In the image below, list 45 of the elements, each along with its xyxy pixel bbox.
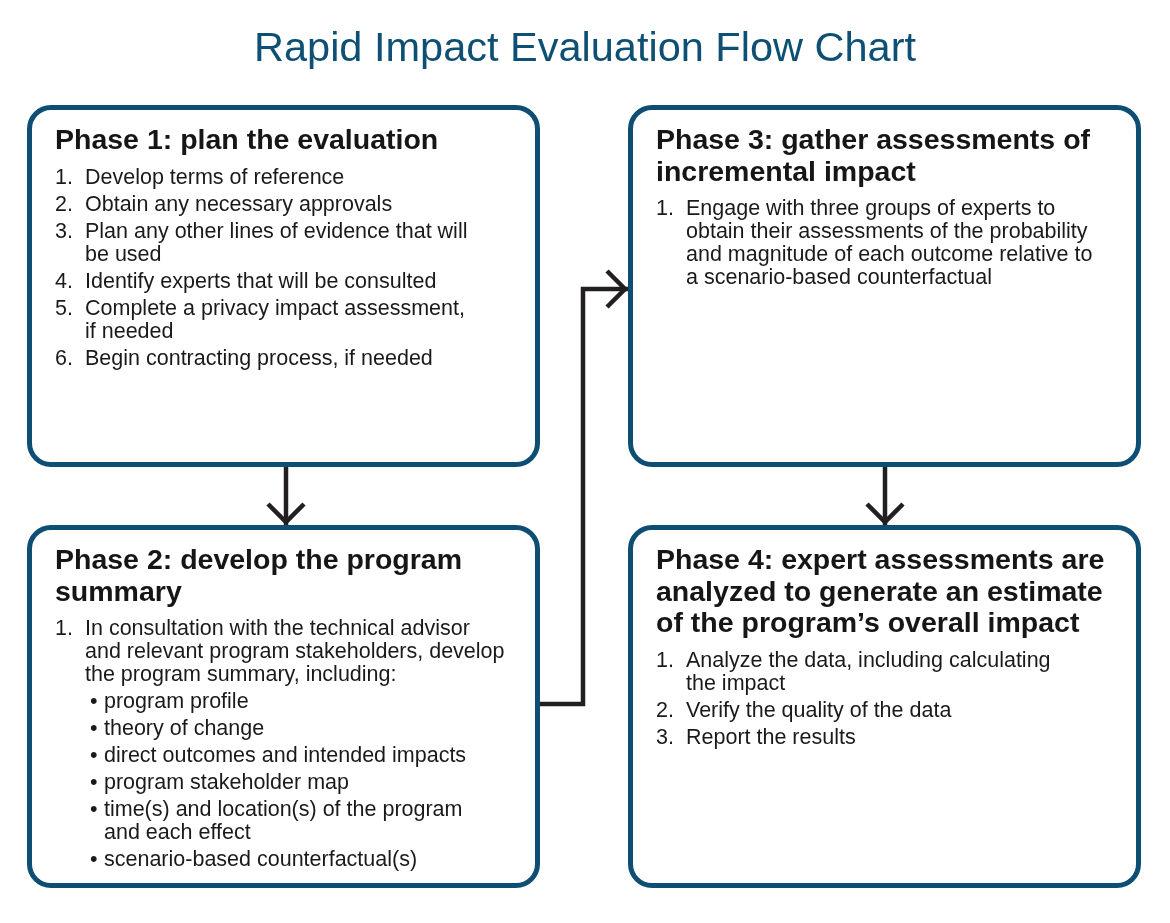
list-number: 3. xyxy=(656,725,675,749)
phase-heading: Phase 4: expert assessments are analyzed to generate an estimate of the program’s overall impact xyxy=(656,544,1106,639)
arrow xyxy=(265,467,307,525)
list-number: 2. xyxy=(55,192,74,216)
phase-heading: Phase 2: develop the program summary xyxy=(55,544,464,607)
list-bullet: • xyxy=(90,744,99,767)
list-number: 6. xyxy=(55,346,74,370)
list-bullet: • xyxy=(90,717,99,740)
list-item: Identify experts that will be consulted xyxy=(85,269,438,293)
list-item: Complete a privacy impact assessment, if needed xyxy=(85,296,466,343)
list-item: scenario-based counterfactual(s) xyxy=(104,848,419,871)
list-item: Verify the quality of the data xyxy=(686,698,953,722)
process-box xyxy=(27,105,540,467)
list-item: Develop terms of reference xyxy=(85,165,346,189)
list-bullet: • xyxy=(90,771,99,794)
list-bullet: • xyxy=(90,798,99,821)
list-item: Obtain any necessary approvals xyxy=(85,192,394,216)
list-number: 5. xyxy=(55,296,74,320)
list-item: Begin contracting process, if needed xyxy=(85,346,434,370)
list-item: Report the results xyxy=(686,725,857,749)
list-item: theory of change xyxy=(104,717,266,740)
list-item: program profile xyxy=(104,690,250,713)
list-number: 4. xyxy=(55,269,74,293)
phase-heading: Phase 3: gather assessments of incremental impact xyxy=(656,124,1092,187)
process-box xyxy=(27,525,540,888)
phase-heading: Phase 1: plan the evaluation xyxy=(55,124,440,156)
list-number: 3. xyxy=(55,219,74,243)
list-item: Engage with three groups of experts to obtain their assessments of the probability and magnitude of each outcome relative to a scenario-based counterfactual xyxy=(686,197,1094,289)
list-number: 1. xyxy=(656,197,675,220)
list-number: 2. xyxy=(656,698,675,722)
process-box xyxy=(628,105,1141,467)
arrow xyxy=(864,467,906,525)
chart-title: Rapid Impact Evaluation Flow Chart xyxy=(254,24,916,70)
list-number: 1. xyxy=(55,617,74,640)
list-bullet: • xyxy=(90,848,99,871)
list-item: Plan any other lines of evidence that will be used xyxy=(85,219,469,266)
list-item: Analyze the data, including calculating the impact xyxy=(686,648,1052,695)
list-number: 1. xyxy=(55,165,74,189)
list-item: In consultation with the technical advisor and relevant program stakeholders, develop the program summary, including: xyxy=(85,617,506,686)
list-item: direct outcomes and intended impacts xyxy=(104,744,468,767)
list-item: program stakeholder map xyxy=(104,771,350,794)
process-box xyxy=(628,525,1141,888)
arrow xyxy=(540,268,628,707)
list-bullet: • xyxy=(90,690,99,713)
list-number: 1. xyxy=(656,648,675,672)
